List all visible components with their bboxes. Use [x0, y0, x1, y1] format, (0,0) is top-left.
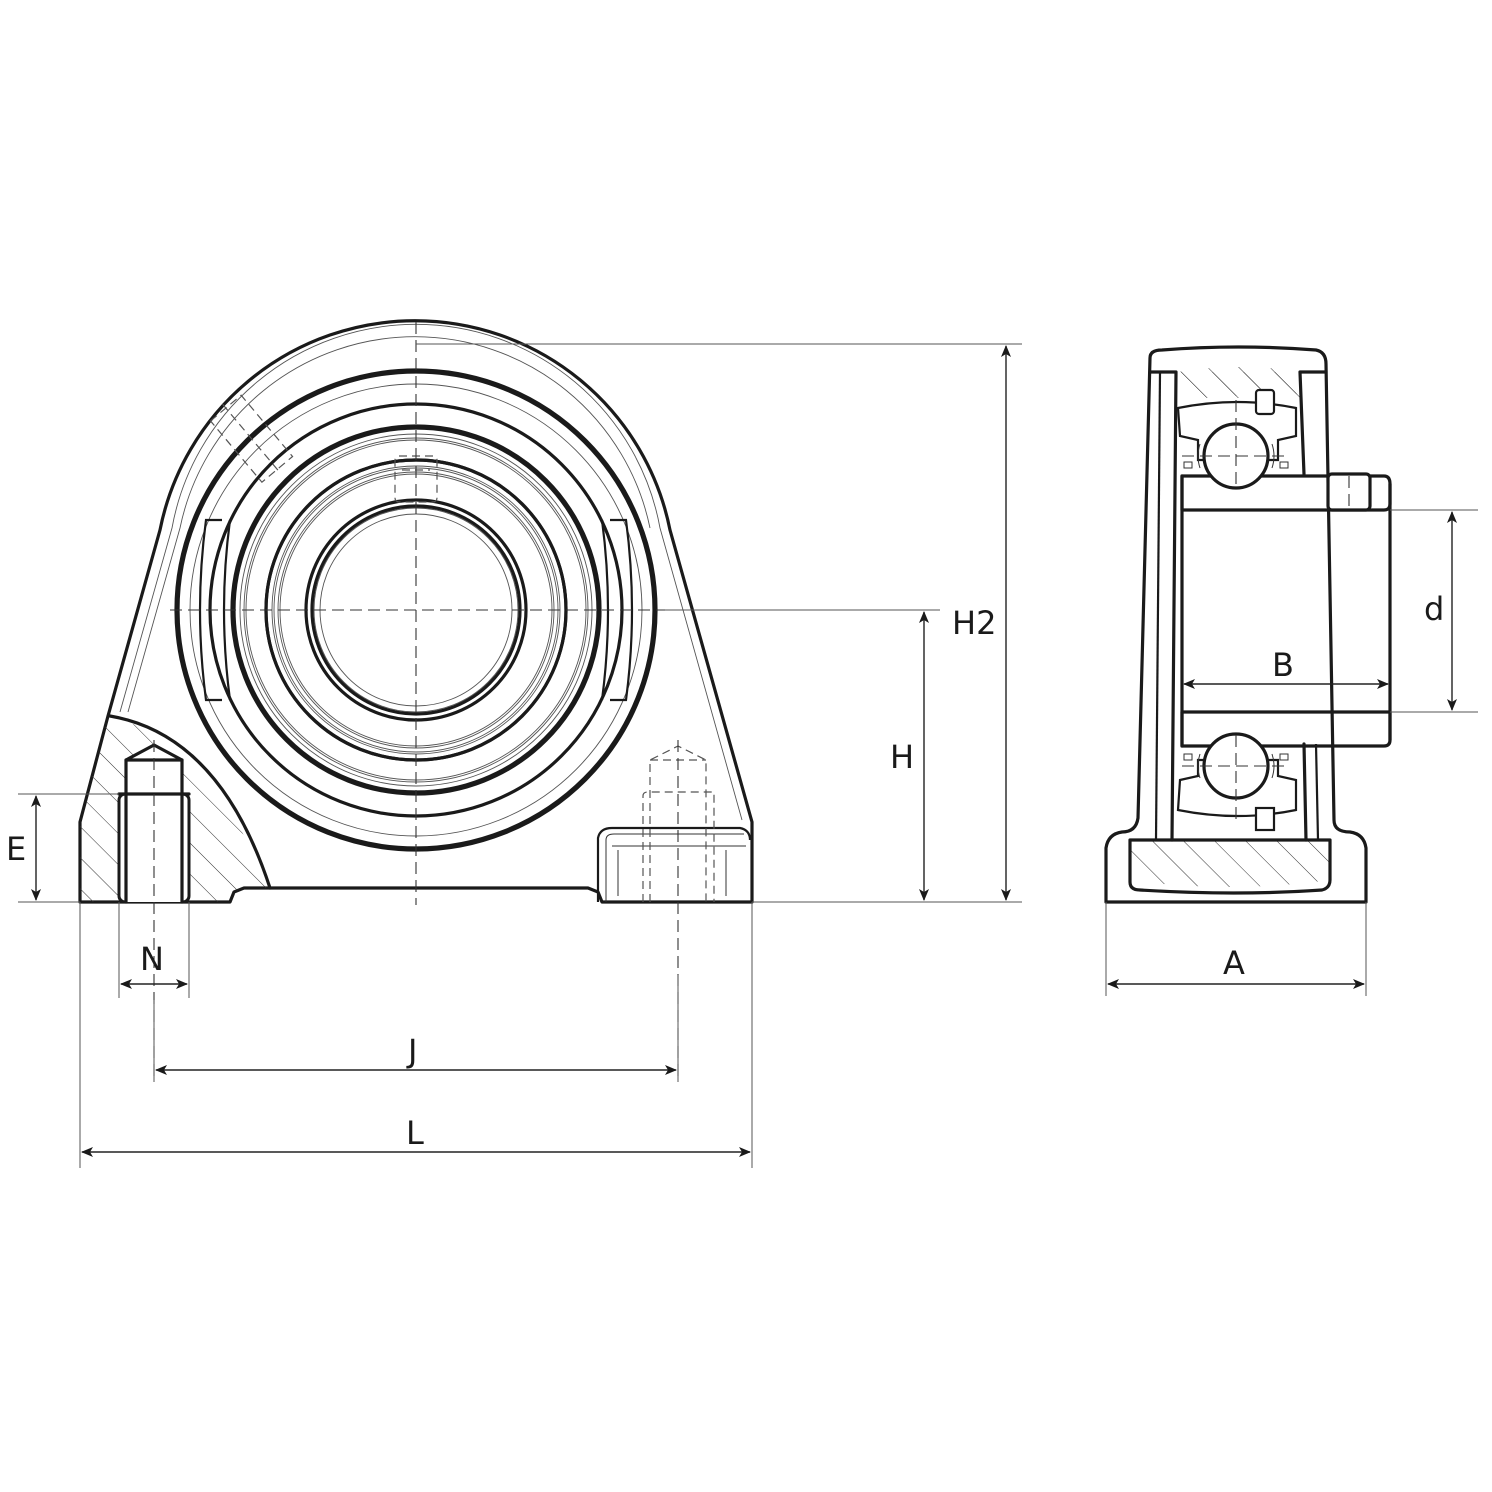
label-A: A [1223, 944, 1245, 982]
label-B: B [1272, 646, 1294, 684]
inner-ring-bottom [1180, 710, 1392, 748]
label-N: N [140, 940, 164, 978]
label-H: H [890, 738, 914, 776]
set-screw [1326, 472, 1372, 512]
dimension-labels: H2 H E N J L A B d [6, 590, 1444, 1152]
housing-bottom-hatch [1130, 840, 1330, 887]
front-view [78, 319, 940, 1080]
housing-outline [78, 319, 754, 904]
dimension-lines [18, 343, 1457, 1168]
right-foot-recess [596, 826, 752, 902]
hidden-grease-fitting [209, 394, 294, 484]
label-E: E [6, 830, 26, 868]
side-section-view [1104, 345, 1478, 996]
section-boundary-arc [108, 714, 272, 890]
label-J: J [406, 1032, 417, 1070]
label-L: L [406, 1114, 424, 1152]
label-d: d [1424, 590, 1444, 628]
housing-chamfer-line-2 [127, 336, 651, 713]
label-H2: H2 [952, 604, 996, 642]
side-housing-outline [1104, 345, 1368, 904]
locating-pin [1254, 806, 1276, 832]
